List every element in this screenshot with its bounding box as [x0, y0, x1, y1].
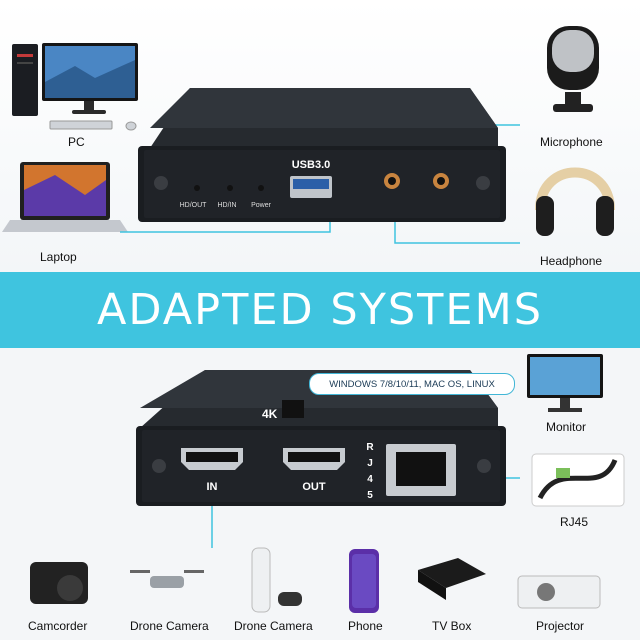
monitor-icon [527, 354, 603, 412]
rj45-letter-r: R [366, 442, 374, 453]
label-drone-camera-1: Drone Camera [130, 619, 209, 633]
tvbox-icon [418, 558, 486, 600]
microphone-icon [547, 26, 599, 112]
rj45-letter-j: J [367, 458, 373, 469]
rj45-letter-5: 5 [367, 490, 373, 501]
label-drone-camera-2: Drone Camera [234, 619, 313, 633]
drone-icon-1 [130, 570, 204, 588]
hdmi-out-label: OUT [302, 481, 326, 493]
label-pc: PC [68, 135, 85, 149]
port-label-power: Power [251, 202, 272, 209]
badge-4k: 4K [262, 407, 278, 421]
label-phone: Phone [348, 619, 383, 633]
label-projector: Projector [536, 619, 585, 633]
phone-icon [349, 549, 379, 613]
rj45-letter-4: 4 [367, 474, 373, 485]
label-monitor: Monitor [546, 420, 587, 434]
hdmi-in-label: IN [207, 481, 218, 493]
usb-port-label: USB3.0 [292, 159, 331, 171]
camcorder-icon [30, 562, 88, 604]
banner-title: ADAPTED SYSTEMS [96, 285, 544, 335]
label-headphone: Headphone [540, 254, 603, 268]
top-illustration: USB3.0 HD/OUT HD/IN Power [2, 26, 615, 244]
label-tvbox: TV Box [432, 619, 472, 633]
os-compat-pill: WINDOWS 7/8/10/11, MAC OS, LINUX [309, 373, 515, 395]
label-microphone: Microphone [540, 135, 603, 149]
label-camcorder: Camcorder [28, 619, 88, 633]
label-rj45: RJ45 [560, 515, 589, 529]
headphone-icon [535, 167, 615, 236]
pc-icon [12, 43, 138, 131]
rj45-cable-icon [531, 453, 625, 507]
adapted-systems-banner: ADAPTED SYSTEMS [0, 272, 640, 348]
laptop-icon [2, 162, 128, 232]
bottom-illustration: IN OUT R J 4 5 4K [30, 354, 625, 613]
port-label-hdin: HD/IN [217, 202, 236, 209]
capture-device-top: USB3.0 HD/OUT HD/IN Power [138, 88, 506, 222]
projector-icon [517, 575, 601, 609]
label-laptop: Laptop [40, 250, 77, 264]
console-icon [251, 547, 302, 613]
port-label-hdout: HD/OUT [180, 202, 208, 209]
